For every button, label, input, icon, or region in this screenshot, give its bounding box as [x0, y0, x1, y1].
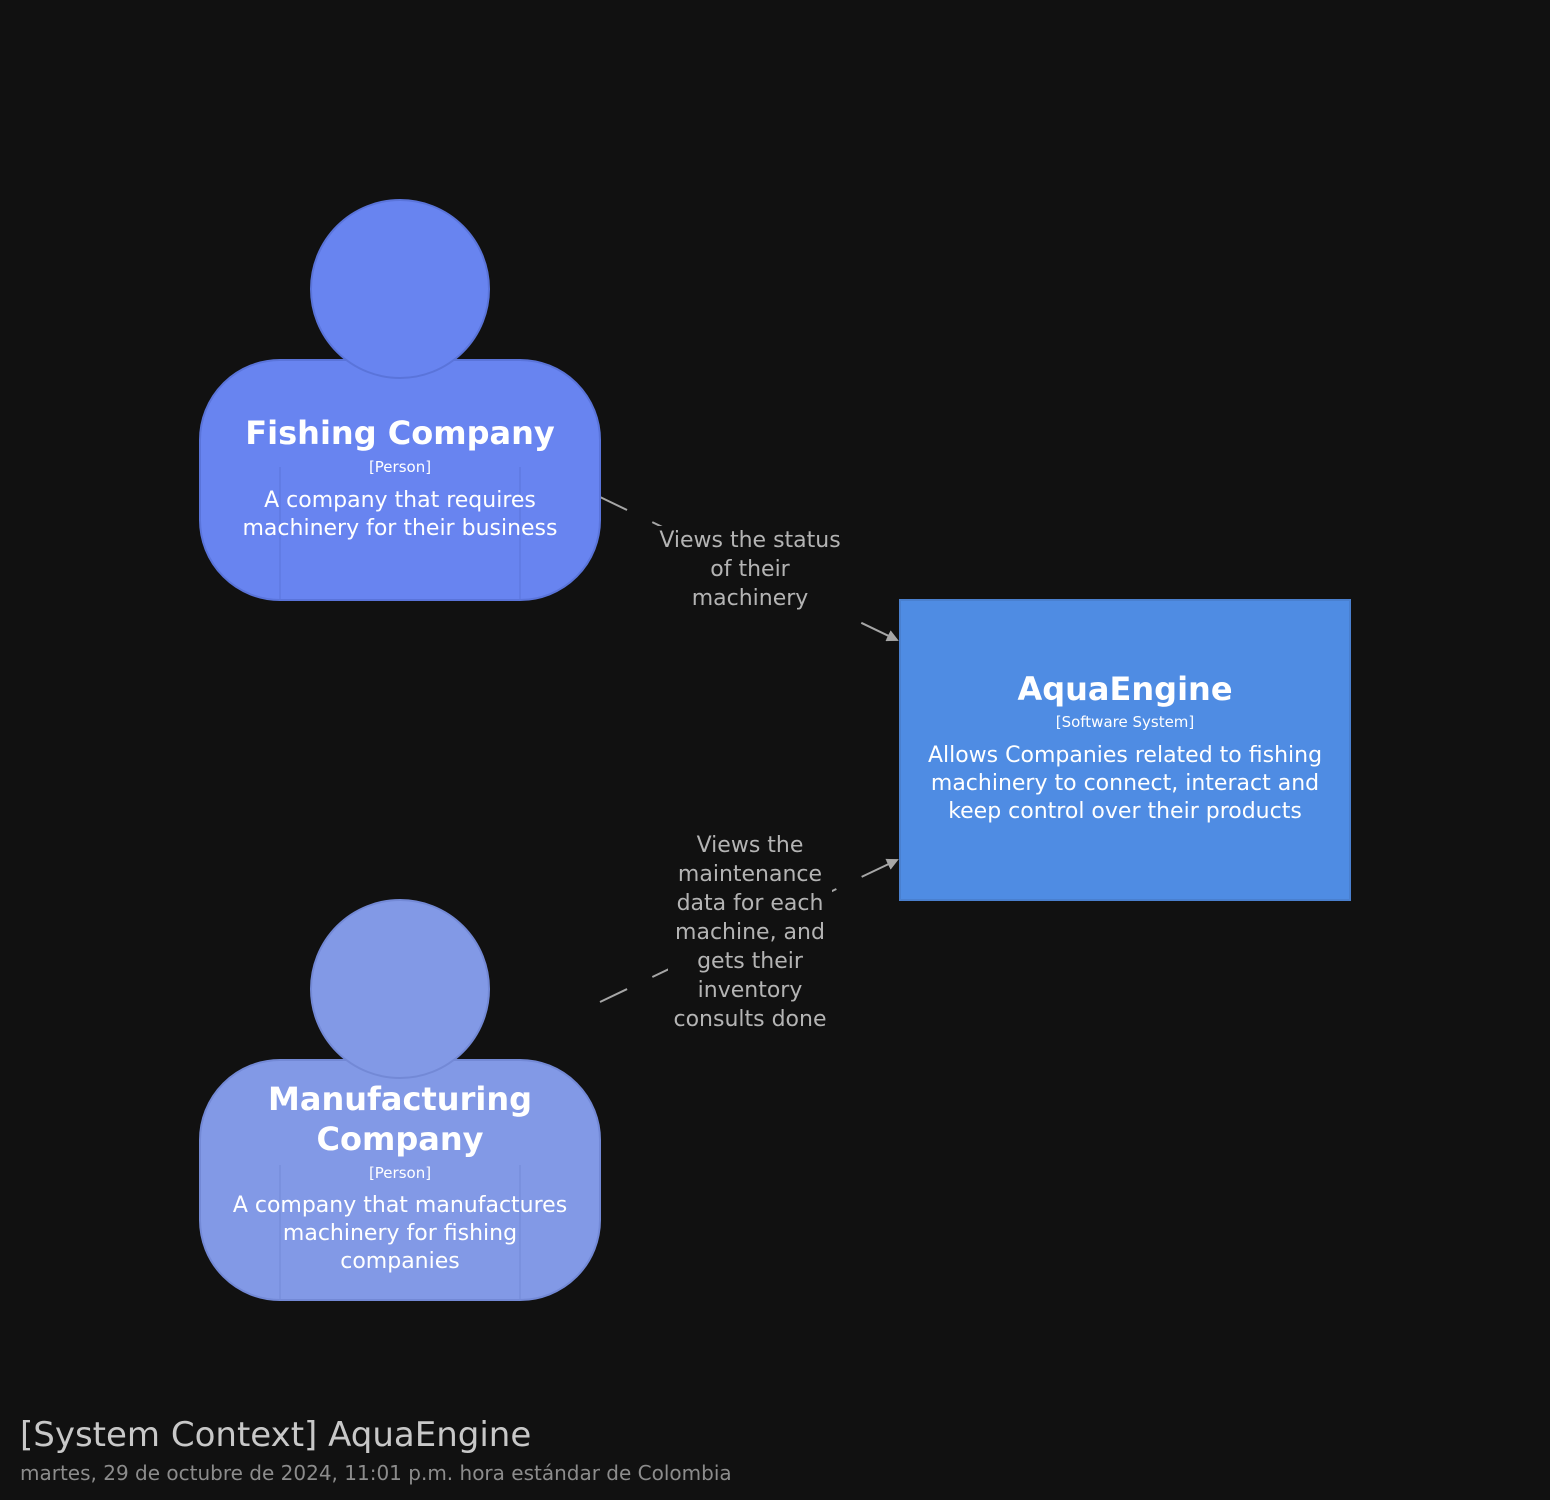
edge-label-manufacturing-to-aquaengine: Views the maintenance data for each mach… [668, 831, 832, 1034]
fishing-company-title: Fishing Company [245, 414, 555, 452]
fishing-company-type: [Person] [368, 458, 432, 476]
manufacturing-company-person-shape[interactable] [199, 899, 601, 1301]
manufacturing-company-type: [Person] [368, 1164, 432, 1182]
fishing-company-description: A company that requires machinery for th… [242, 488, 558, 541]
manufacturing-company-title: Manufacturing Company [268, 1080, 532, 1158]
fishing-company-person-shape[interactable] [199, 199, 601, 601]
edge-label-fishing-to-aquaengine: Views the status of their machinery [650, 526, 850, 613]
aquaengine-type: [Software System] [1055, 713, 1195, 731]
aquaengine-description: Allows Companies related to fishing mach… [927, 743, 1323, 824]
manufacturing-company-description: A company that manufactures machinery fo… [232, 1193, 568, 1274]
fishing-company-head [310, 199, 490, 379]
aquaengine-title: AquaEngine [1017, 670, 1233, 708]
manufacturing-company-head [310, 899, 490, 1079]
diagram-title: [System Context] AquaEngine [20, 1415, 532, 1455]
diagram-timestamp: martes, 29 de octubre de 2024, 11:01 p.m… [20, 1461, 732, 1485]
fishing-company-body [199, 359, 601, 601]
aquaengine-box[interactable] [899, 599, 1351, 901]
